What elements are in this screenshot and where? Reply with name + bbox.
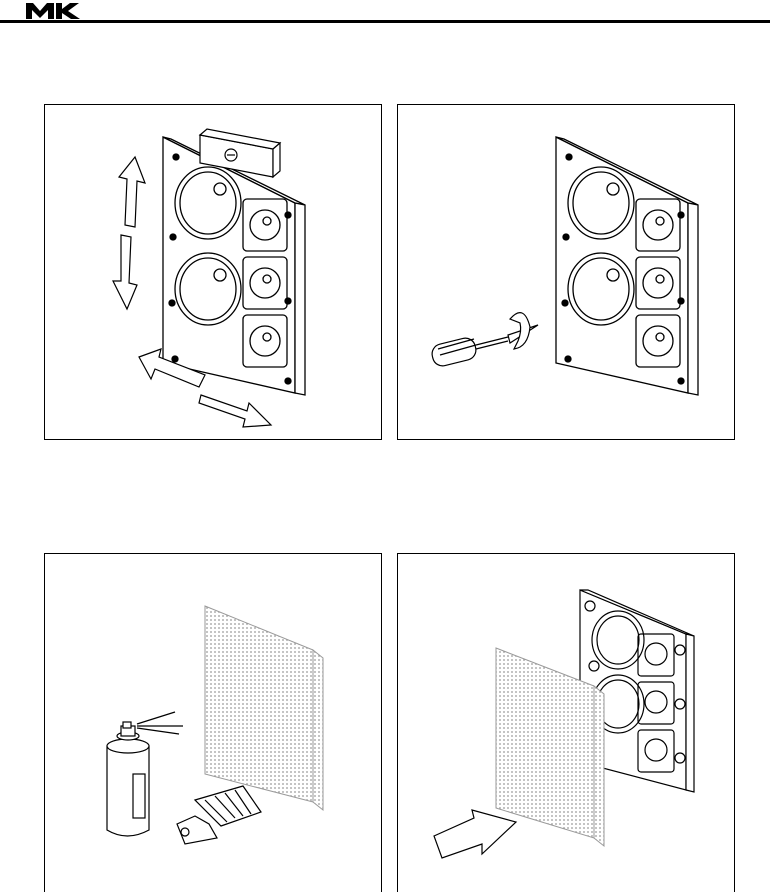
mk-logo-icon: [26, 3, 80, 19]
arrow-up-icon: [117, 155, 146, 228]
figure-tighten-screws: [397, 104, 735, 440]
arrow-push-icon: [433, 809, 518, 859]
grille-icon: [495, 647, 605, 848]
arrow-down-icon: [112, 234, 138, 311]
speaker-panel-icon: [555, 135, 699, 396]
rotate-arrow-icon: [508, 312, 531, 350]
arrow-left-icon: [138, 348, 206, 388]
grille-icon: [204, 605, 324, 812]
speaker-panel-icon: [579, 589, 695, 793]
speaker-panel-icon: [162, 135, 306, 396]
arrow-right-icon: [198, 394, 273, 428]
figure-level-align: [44, 104, 382, 440]
spray-can-icon: [106, 711, 183, 837]
paint-brush-icon: [176, 785, 262, 845]
header-rule: [0, 20, 770, 23]
level-icon: [198, 128, 282, 179]
figure-clean-grille: [44, 553, 382, 892]
figure-attach-grille: [397, 553, 735, 892]
